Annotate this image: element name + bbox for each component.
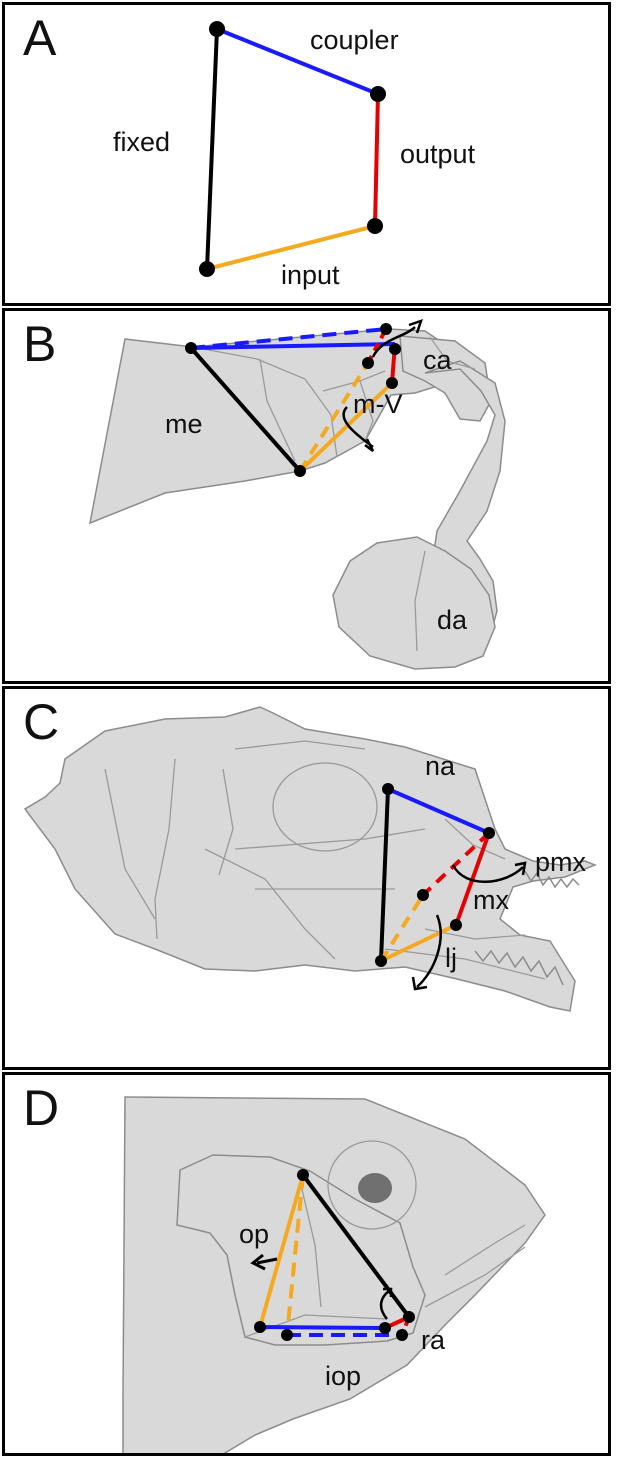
da-bone-lower (332, 536, 496, 670)
input-link-dashed (285, 1174, 305, 1336)
coupler-link (259, 1325, 386, 1330)
joint (403, 1311, 415, 1323)
joint (379, 1322, 391, 1334)
input-link (298, 381, 394, 473)
skull-outline (23, 706, 598, 1012)
input-link (380, 923, 457, 963)
rotation-arrow (451, 864, 524, 883)
panel-c-drawing (23, 706, 598, 1012)
joint (370, 86, 386, 102)
fixed-link (189, 346, 302, 473)
rotation-arrow (379, 1290, 390, 1320)
joint (380, 323, 392, 335)
output-link (373, 93, 380, 227)
joint (254, 1321, 266, 1333)
panel-b-drawing (89, 319, 506, 670)
input-link (206, 224, 376, 271)
panel-letter: B (23, 316, 57, 372)
panel-a: A coupler fixed output input (2, 2, 611, 306)
joint (297, 1169, 309, 1181)
joint (396, 1329, 408, 1341)
input-link (258, 1174, 305, 1328)
ra-label: ra (421, 1325, 446, 1355)
panel-c: C n (2, 686, 611, 1070)
output-link-dashed (421, 831, 491, 897)
panel-d: D op ra iop (2, 1072, 611, 1456)
output-label: output (400, 139, 476, 169)
coupler-link (387, 787, 490, 835)
joint (199, 261, 215, 277)
ca-label: ca (423, 345, 452, 375)
dorsal-bone (399, 335, 492, 422)
joint (281, 1329, 293, 1341)
lower-teeth (474, 949, 564, 986)
direction-arrow (256, 1257, 278, 1265)
iop-label: iop (325, 1361, 362, 1391)
joint (362, 357, 374, 369)
joint (294, 465, 306, 477)
eye-pupil (358, 1173, 392, 1203)
joint (450, 919, 462, 931)
four-bar-linkage-diagram (199, 21, 386, 277)
input-link-dashed (298, 361, 370, 473)
panel-d-drawing (122, 1096, 546, 1453)
joint (375, 955, 387, 967)
fixed-link (379, 788, 390, 962)
panel-letter: C (23, 694, 60, 750)
panel-b: B ca me m-V (2, 308, 611, 684)
rotation-arrow (416, 914, 442, 988)
input-label: input (281, 260, 340, 290)
fixed-label: fixed (113, 127, 171, 157)
me-label: me (165, 409, 203, 439)
rotation-arrow (371, 326, 416, 358)
joint (417, 889, 429, 901)
panel-letter: A (23, 10, 57, 66)
joint (209, 21, 225, 37)
joint (386, 377, 398, 389)
coupler-label: coupler (310, 25, 399, 55)
na-label: na (425, 751, 456, 781)
joint (389, 343, 401, 355)
output-link-dashed (366, 328, 388, 364)
upper-teeth (524, 870, 580, 889)
op-label: op (239, 1219, 270, 1249)
coupler-link (216, 27, 379, 96)
panel-letter: D (23, 1080, 60, 1136)
mv-label: m-V (353, 389, 403, 419)
input-link-dashed (379, 893, 425, 963)
fixed-link (205, 28, 219, 270)
coupler-link (190, 342, 396, 350)
joint (382, 783, 394, 795)
mx-label: mx (473, 885, 509, 915)
joint (367, 218, 383, 234)
joint (185, 342, 197, 354)
lj-label: lj (445, 943, 457, 973)
pmx-label: pmx (535, 847, 587, 877)
coupler-link-dashed (190, 327, 387, 350)
da-label: da (437, 605, 468, 635)
joint (483, 827, 495, 839)
